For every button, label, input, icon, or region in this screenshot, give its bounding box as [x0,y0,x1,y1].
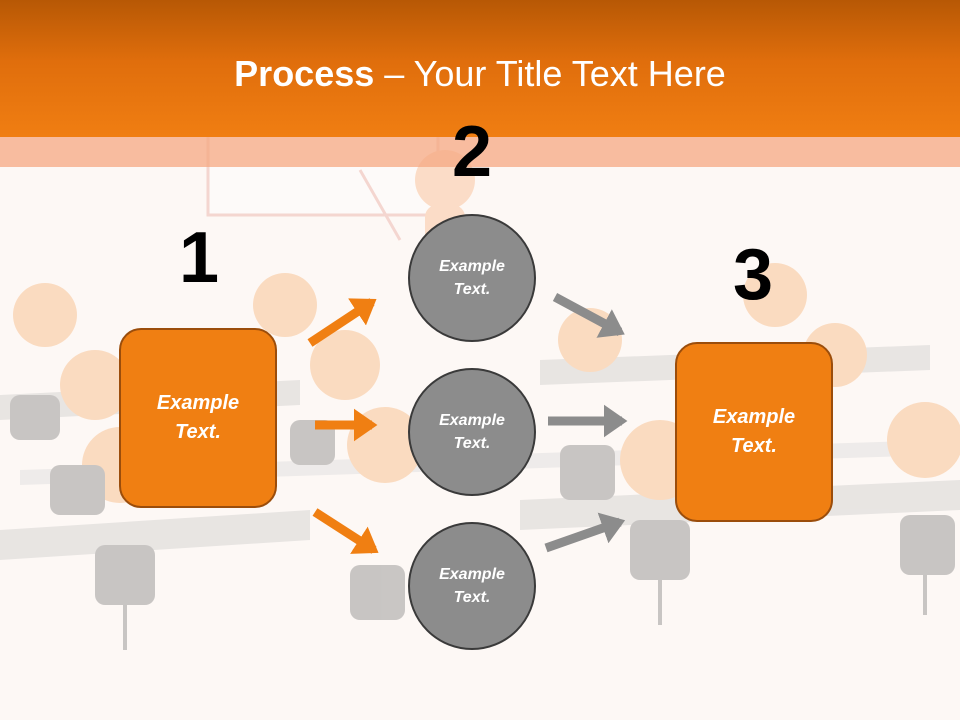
title-rest: – Your Title Text Here [374,53,726,94]
step-1-text: Example Text. [156,392,240,443]
step-3-box: Example Text. [675,342,833,522]
step-number-2: 2 [451,112,493,192]
circle-3: Example Text. [408,522,536,650]
arrow-circle-3-to-box [544,512,626,553]
step-1-box: Example Text. [119,328,277,508]
step-number-3: 3 [732,235,774,315]
arrow-circle-1-to-box [552,293,625,338]
title-bar-band [0,137,960,167]
arrow-to-circle-3 [312,508,379,554]
circle-2-text: Example Text. [439,412,505,452]
title-bar [0,0,960,137]
slide-title: Process – Your Title Text Here [0,52,960,96]
step-number-1: 1 [178,218,220,298]
step-3-text: Example Text. [712,406,796,457]
circle-2: Example Text. [408,368,536,496]
circle-1-text: Example Text. [439,258,505,298]
circle-3-text: Example Text. [439,566,505,606]
circle-1: Example Text. [408,214,536,342]
title-bold: Process [234,53,375,94]
arrow-to-circle-1 [307,298,377,347]
